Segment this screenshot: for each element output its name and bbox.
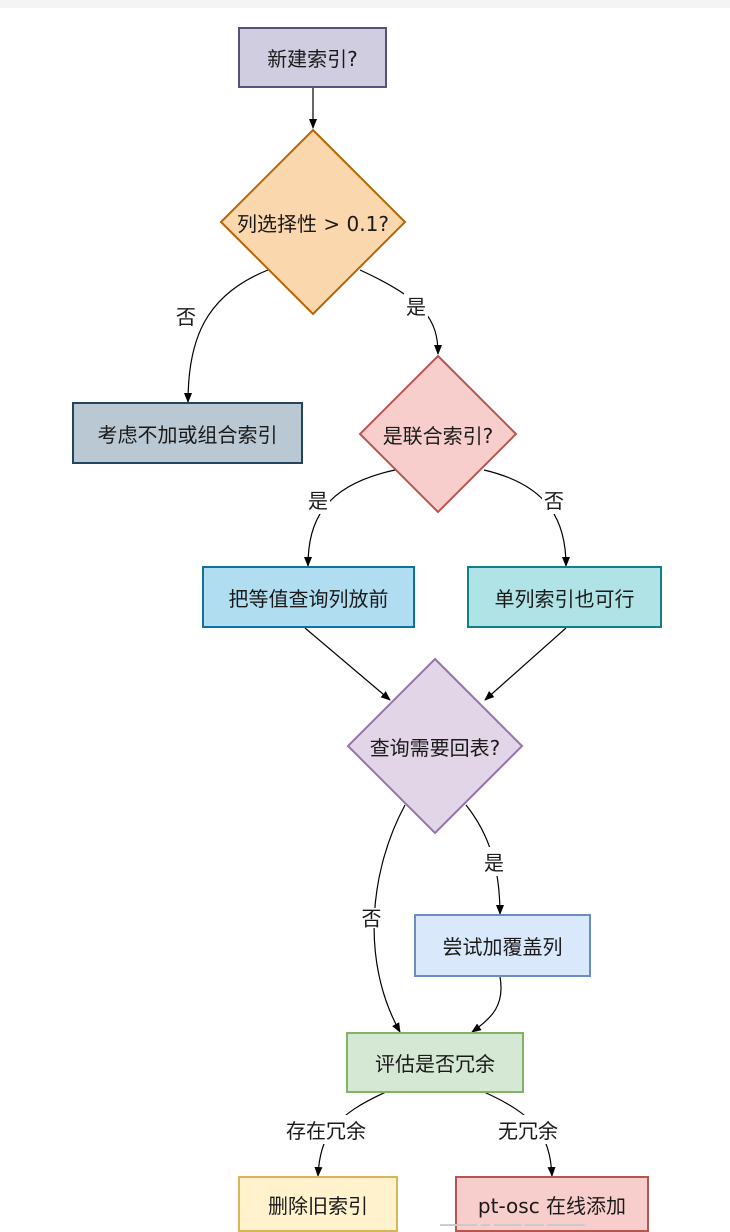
decision-is-composite: 是联合索引?: [358, 354, 518, 514]
decision-is-composite-label: 是联合索引?: [382, 423, 494, 448]
edge-equality-to-lookup: [304, 627, 391, 701]
edge-label-yes-2: 是: [306, 485, 330, 514]
decision-selectivity: 列选择性 > 0.1?: [219, 128, 407, 316]
node-check-redundant: 评估是否冗余: [346, 1032, 524, 1093]
watermark: ▁▁▁▁ ▁ ▁▁▁ ▁▁ ▁▁▁▁: [440, 1212, 585, 1226]
edge-label-yes-3: 是: [482, 847, 506, 876]
decision-selectivity-label: 列选择性 > 0.1?: [237, 211, 389, 236]
node-equality-first: 把等值查询列放前: [202, 566, 415, 628]
decision-needs-lookup: 查询需要回表?: [346, 657, 524, 835]
edge-label-no-2: 否: [542, 485, 566, 514]
node-single-ok: 单列索引也可行: [467, 566, 662, 628]
edge-label-exists-redundant: 存在冗余: [284, 1115, 368, 1144]
edge-selectivity-no: [184, 269, 269, 403]
edge-single-to-lookup: [484, 627, 567, 701]
edge-label-no-1: 否: [174, 301, 198, 330]
node-consider-no-index: 考虑不加或组合索引: [72, 402, 303, 464]
node-covering: 尝试加覆盖列: [414, 914, 591, 977]
edge-label-no-3: 否: [356, 908, 385, 928]
node-new-index: 新建索引?: [238, 27, 387, 88]
edge-covering-to-redundant: [471, 976, 502, 1033]
edge-label-no-redundant: 无冗余: [496, 1115, 560, 1144]
top-band: [0, 0, 730, 8]
node-drop-old: 删除旧索引: [238, 1176, 398, 1232]
decision-needs-lookup-label: 查询需要回表?: [369, 735, 501, 760]
edge-label-yes-1: 是: [404, 291, 428, 320]
